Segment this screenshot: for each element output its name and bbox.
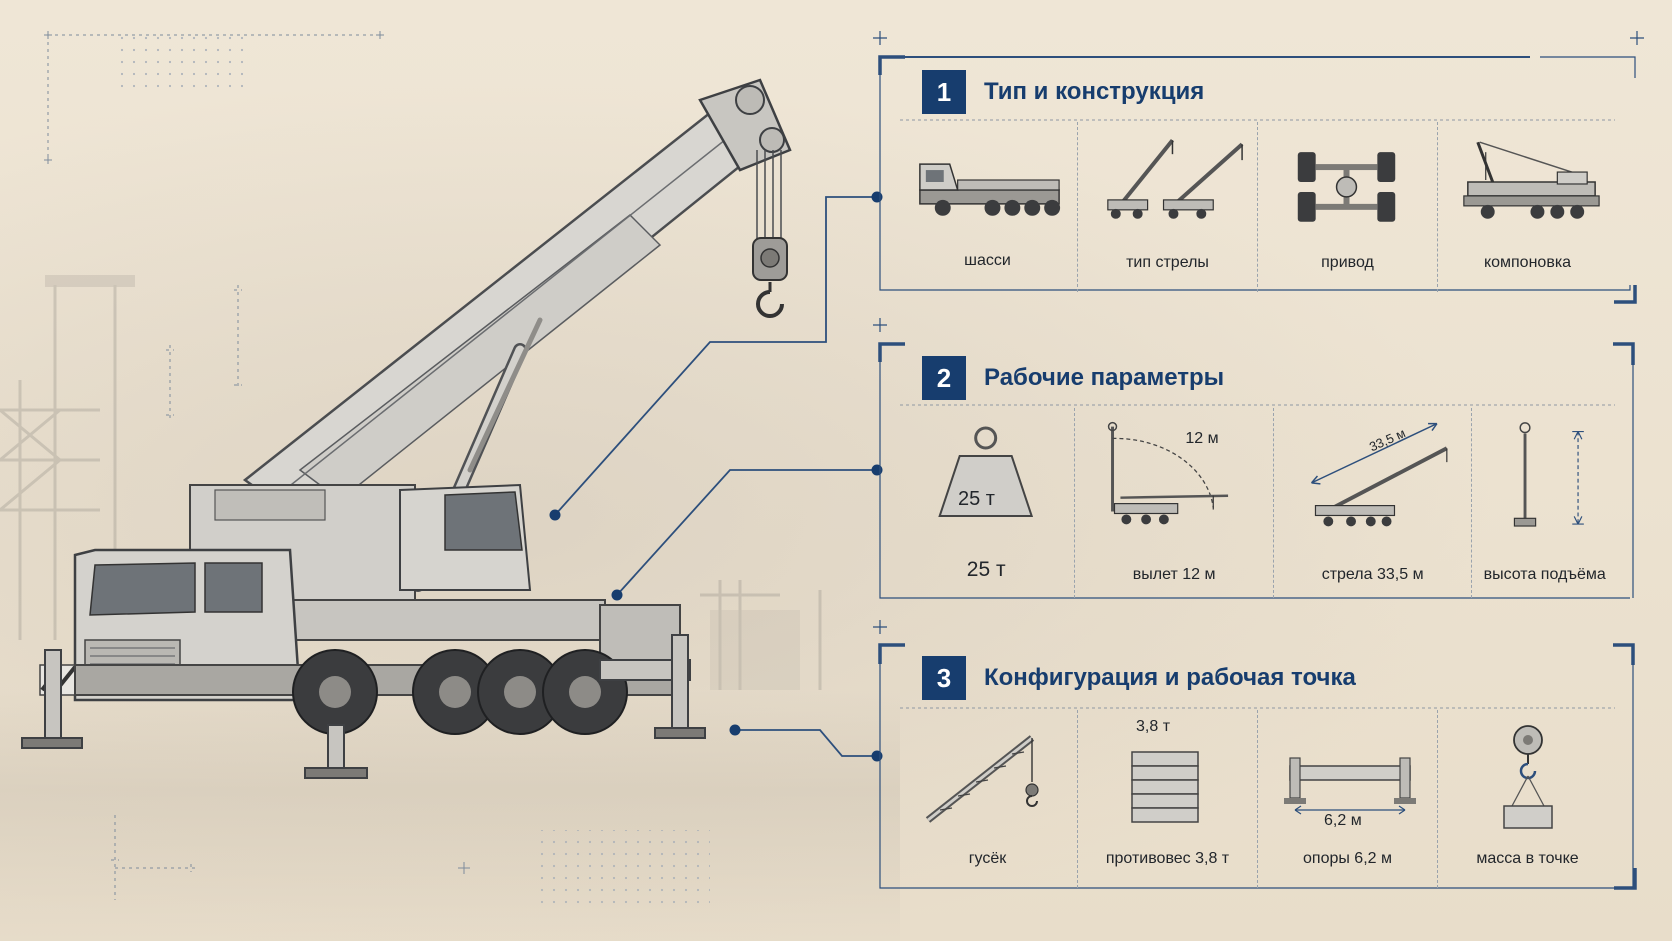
item-outriggers-label: опоры 6,2 м <box>1303 850 1392 867</box>
truck-chassis-icon <box>919 163 1061 216</box>
panel-1-items: шасси тип стрелы <box>898 122 1617 292</box>
crosshair-marks <box>873 31 1644 634</box>
outreach-icon-value: 12 м <box>1185 430 1219 447</box>
panel-3-header: 3 Конфигурация и рабочая точка <box>922 656 1356 700</box>
item-lift-height: высота подъёма <box>1471 408 1617 598</box>
item-drive: привод <box>1257 122 1437 292</box>
item-layout-label: компоновка <box>1483 254 1572 271</box>
panel-configuration: 3 Конфигурация и рабочая точка гусёк <box>880 648 1635 888</box>
panel-2-title: Рабочие параметры <box>984 364 1225 391</box>
item-boom-type-label: тип стрелы <box>1126 254 1209 271</box>
jib-icon <box>925 735 1039 823</box>
item-drive-label: привод <box>1321 254 1374 271</box>
panel-working-parameters: 2 Рабочие параметры 25 т 25 т 12 м вылет… <box>880 348 1635 598</box>
item-chassis: шасси <box>898 122 1077 292</box>
panel-type-construction: 1 Тип и конструкция шасси <box>880 62 1635 292</box>
item-jib: гусёк <box>898 710 1077 888</box>
lift-height-icon <box>1514 422 1585 527</box>
panel-3-number: 3 <box>922 656 966 700</box>
crane-outriggers <box>21 634 706 779</box>
item-counterweight: 3,8 т противовес 3,8 т <box>1077 710 1257 888</box>
weight-icon-value: 25 т <box>958 488 995 510</box>
mobile-crane-illustration <box>21 78 792 779</box>
item-capacity-label: 25 т <box>966 558 1006 581</box>
counterweight-icon-value: 3,8 т <box>1136 718 1171 735</box>
item-outreach: 12 м вылет 12 м <box>1074 408 1273 598</box>
item-outriggers: 6,2 м опоры 6,2 м <box>1257 710 1437 888</box>
panel-2-header: 2 Рабочие параметры <box>922 356 1224 400</box>
dot-grid-bottom <box>540 830 710 910</box>
outriggers-icon-value: 6,2 м <box>1324 812 1362 829</box>
item-hook-load: масса в точке <box>1437 710 1617 888</box>
decor-top-left <box>44 31 384 165</box>
outriggers-icon <box>1284 757 1416 815</box>
decor-bottom-left <box>111 815 470 900</box>
item-chassis-label: шасси <box>964 252 1011 269</box>
boom-length-icon <box>1310 422 1448 527</box>
outreach-icon <box>1108 421 1229 525</box>
item-boom-type: тип стрелы <box>1077 122 1257 292</box>
panel-frames <box>878 55 1637 890</box>
panel-2-number: 2 <box>922 356 966 400</box>
item-jib-label: гусёк <box>968 850 1007 867</box>
dot-grid-top <box>118 36 248 96</box>
item-outreach-label: вылет 12 м <box>1132 566 1216 583</box>
item-lift-height-label: высота подъёма <box>1483 566 1606 583</box>
counterweight-icon <box>1131 751 1199 823</box>
crane-layout-icon <box>1463 141 1600 219</box>
weight-icon <box>938 426 1034 517</box>
drivetrain-icon <box>1297 152 1396 222</box>
connector-lines <box>554 196 877 757</box>
item-counterweight-label: противовес 3,8 т <box>1105 850 1230 867</box>
item-boom-length: 33,5 м стрела 33,5 м <box>1272 408 1472 598</box>
panel-1-header: 1 Тип и конструкция <box>922 70 1204 114</box>
boom-type-icon <box>1107 138 1244 219</box>
hook-load-icon <box>1503 725 1553 829</box>
decor-left-marks <box>166 285 242 420</box>
item-capacity: 25 т 25 т <box>898 408 1074 598</box>
item-hook-load-label: масса в точке <box>1476 850 1579 867</box>
panel-3-items: гусёк 3,8 т противовес 3,8 т <box>898 710 1617 888</box>
panel-1-number: 1 <box>922 70 966 114</box>
item-boom-length-label: стрела 33,5 м <box>1321 566 1424 583</box>
panel-2-items: 25 т 25 т 12 м вылет 12 м <box>898 408 1617 598</box>
item-layout: компоновка <box>1437 122 1617 292</box>
panel-1-title: Тип и конструкция <box>984 78 1205 105</box>
panel-3-title: Конфигурация и рабочая точка <box>984 664 1356 691</box>
